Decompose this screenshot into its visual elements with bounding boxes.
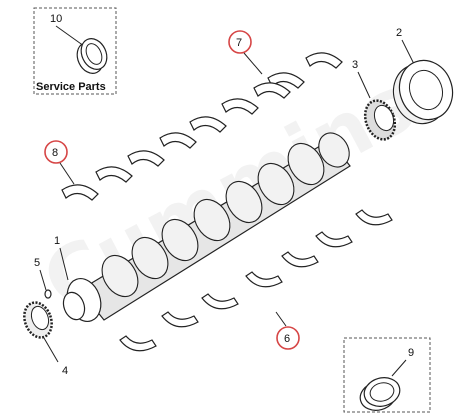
part-number-8: 8 [52,147,58,159]
leader-3 [357,71,371,99]
leader-5 [39,269,47,291]
callout-7: 7 [228,30,263,75]
leader-6 [275,311,287,327]
part-2-rear-seal: 2 [392,27,454,125]
lower-shell-6 [161,311,199,328]
lower-shell-3 [281,251,319,268]
part-number-1: 1 [54,235,60,247]
part-number-2: 2 [396,27,402,39]
upper-shell-6 [159,132,197,149]
upper-shell-8 [95,166,133,183]
lower-shell-1 [355,209,393,226]
crank-throws [101,132,350,298]
service-parts-box [33,7,117,95]
lower-shell-7 [119,335,157,352]
part-number-7: 7 [236,37,242,49]
part-1-label: 1 [54,235,69,281]
seal-ring-9 [359,377,401,411]
upper-shell-2 [305,52,343,69]
callout-6: 6 [275,311,300,350]
service-parts-label: Service Parts [36,81,106,93]
part-number-6: 6 [284,333,290,345]
seal-ring-10 [76,38,108,74]
crank-nose [62,291,86,321]
part-3-gear: 3 [352,59,397,141]
service-parts-inset: 10 Service Parts [33,7,117,95]
upper-shell-4 [221,98,259,115]
callout-ring-7 [228,30,252,54]
inset-box-9 [343,337,431,413]
upper-shell-1 [267,72,305,89]
service-inset-9: 9 [343,337,431,413]
callout-ring-8 [44,140,68,164]
leader-8 [59,162,75,185]
leader-7 [243,52,263,75]
leader-4 [43,337,59,363]
lower-shell-5 [201,293,239,310]
leader-10 [55,25,85,47]
part-number-10: 10 [50,13,62,25]
upper-shell-3 [253,82,291,99]
part-5-dowel: 5 [34,257,52,299]
part-4-front-ring: 4 [23,301,68,377]
lower-shell-4 [245,271,283,288]
upper-shell-5 [189,116,227,133]
upper-bearing-shells [61,52,343,201]
upper-shell-7 [127,150,165,167]
crankshaft [62,132,351,322]
callout-ring-6 [276,326,300,350]
lower-bearing-shells [119,209,393,352]
part-number-3: 3 [352,59,358,71]
part-number-9: 9 [408,347,414,359]
callout-8: 8 [44,140,75,185]
part-number-5: 5 [34,257,40,269]
lower-shell-2 [315,231,353,248]
leader-1 [59,247,69,281]
leader-9 [391,359,407,377]
part-number-4: 4 [62,365,68,377]
upper-shell-9 [61,184,99,201]
